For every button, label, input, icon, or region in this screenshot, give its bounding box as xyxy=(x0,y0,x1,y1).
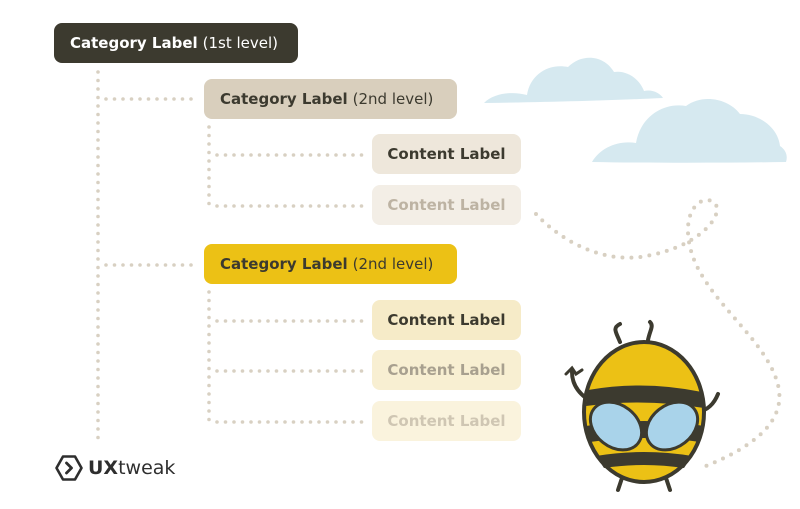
content-label-text: Content Label xyxy=(387,412,506,430)
content-label[interactable]: Content Label xyxy=(372,350,521,390)
logo-text-bold: UX xyxy=(88,457,119,479)
category-level-suffix: (2nd level) xyxy=(352,255,434,273)
category-label-text: Category Label xyxy=(70,34,198,52)
category-label-level2[interactable]: Category Label (2nd level) xyxy=(204,79,457,119)
logo-text: UXtweak xyxy=(88,457,175,479)
cloud-icon xyxy=(484,57,663,103)
category-label-text: Category Label xyxy=(220,90,348,108)
content-label[interactable]: Content Label xyxy=(372,134,521,174)
tree-connectors xyxy=(96,70,368,442)
content-label[interactable]: Content Label xyxy=(372,300,521,340)
content-label[interactable]: Content Label xyxy=(372,185,521,225)
logo-mark-icon xyxy=(55,455,83,481)
cloud-icon xyxy=(592,99,787,163)
category-level-suffix: (1st level) xyxy=(202,34,279,52)
category-label-level2[interactable]: Category Label (2nd level) xyxy=(204,244,457,284)
content-label-text: Content Label xyxy=(387,311,506,329)
content-label[interactable]: Content Label xyxy=(372,401,521,441)
content-label-text: Content Label xyxy=(387,361,506,379)
category-label-text: Category Label xyxy=(220,255,348,273)
category-label-level1[interactable]: Category Label (1st level) xyxy=(54,23,298,63)
content-label-text: Content Label xyxy=(387,196,506,214)
content-label-text: Content Label xyxy=(387,145,506,163)
bee-illustration xyxy=(564,320,720,492)
flight-path xyxy=(534,198,782,468)
logo-text-rest: tweak xyxy=(118,457,176,479)
uxtweak-logo: UXtweak xyxy=(55,455,175,481)
category-level-suffix: (2nd level) xyxy=(352,90,434,108)
